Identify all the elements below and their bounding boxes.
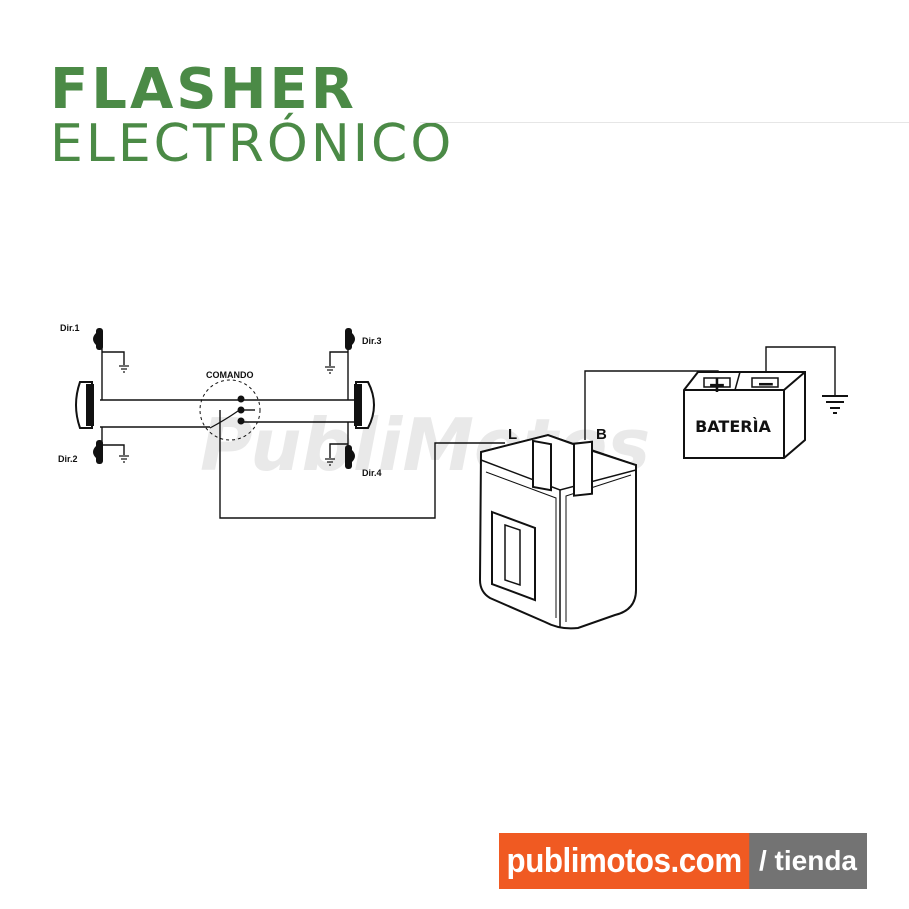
title-divider: [420, 122, 909, 123]
label-dir1: Dir.1: [60, 323, 80, 333]
ground-symbols: [119, 365, 848, 466]
label-comando: COMANDO: [206, 370, 254, 380]
battery-label: BATERÌA: [695, 417, 771, 436]
lamp-dir2-icon: [96, 440, 103, 464]
large-lamps: [75, 381, 375, 429]
label-dir4: Dir.4: [362, 468, 382, 478]
footer-banner[interactable]: publimotos.com / tienda: [499, 833, 867, 889]
footer-store-link[interactable]: / tienda: [749, 833, 867, 889]
battery-plus-label: +: [708, 373, 726, 398]
lamp-dir4-icon: [345, 445, 352, 469]
lamp-dir3-icon: [345, 328, 352, 350]
label-terminal-L: L: [508, 426, 517, 443]
lamp-dir1-icon: [96, 328, 103, 350]
label-dir2: Dir.2: [58, 454, 78, 464]
small-lamps: [93, 328, 355, 469]
label-dir3: Dir.3: [362, 336, 382, 346]
switch-outline-icon: [199, 379, 261, 441]
flasher-relay: [478, 433, 637, 630]
title-line-2: ELECTRÓNICO: [50, 114, 455, 174]
battery-minus-label: −: [757, 372, 775, 397]
battery-body: [683, 371, 806, 459]
title-line-1: FLASHER: [50, 57, 357, 122]
label-terminal-B: B: [596, 426, 607, 443]
battery: + − BATERÌA: [683, 371, 806, 459]
switch-comando: [199, 379, 261, 441]
wire-battery-ground: [765, 346, 836, 395]
flasher-body: [478, 433, 637, 630]
wire-switch-to-flasher: [219, 410, 505, 519]
footer-site-link[interactable]: publimotos.com: [499, 833, 750, 889]
